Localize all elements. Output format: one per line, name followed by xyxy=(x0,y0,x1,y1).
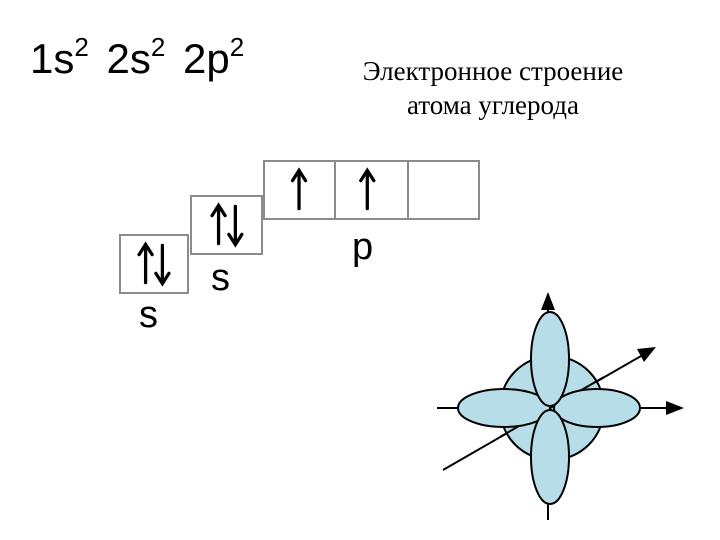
title-line-2: атома углерода xyxy=(407,90,579,120)
config-2s: 2s2 xyxy=(106,32,166,82)
s-orbital-sphere xyxy=(499,355,605,461)
z-axis xyxy=(541,292,555,520)
title-line-1: Электронное строение xyxy=(362,56,624,86)
spin-pair-icon xyxy=(210,202,244,248)
orbital-box-2p-1 xyxy=(263,160,336,220)
arrowhead-icon xyxy=(541,292,555,310)
orbital-label-2s: s xyxy=(211,257,230,299)
orbital-box-2p-3 xyxy=(407,160,480,220)
slide-title: Электронное строение атома углерода xyxy=(318,54,668,122)
orbital-box-1s xyxy=(119,234,189,294)
p-orbital-lobe-left xyxy=(457,388,551,428)
x-axis xyxy=(437,401,684,415)
spin-pair-icon xyxy=(137,241,171,287)
electron-configuration: 1s2 2s2 2p2 xyxy=(30,32,250,82)
p-orbital-lobe-top xyxy=(530,311,570,407)
arrowhead-icon xyxy=(666,401,684,415)
orbital-label-1s: s xyxy=(139,294,158,336)
orbital-box-2p-2 xyxy=(334,160,409,220)
orbital-label-2p: p xyxy=(352,226,374,268)
config-1s: 1s2 xyxy=(30,32,89,82)
arrowhead-icon xyxy=(637,347,656,362)
spin-up-icon xyxy=(359,167,376,211)
config-2p: 2p2 xyxy=(183,32,245,82)
y-axis xyxy=(442,347,656,471)
p-orbital-lobe-bottom xyxy=(530,409,570,505)
orbital-box-2s xyxy=(190,195,263,255)
p-orbital-lobe-right xyxy=(553,388,641,428)
spin-up-icon xyxy=(290,167,308,211)
